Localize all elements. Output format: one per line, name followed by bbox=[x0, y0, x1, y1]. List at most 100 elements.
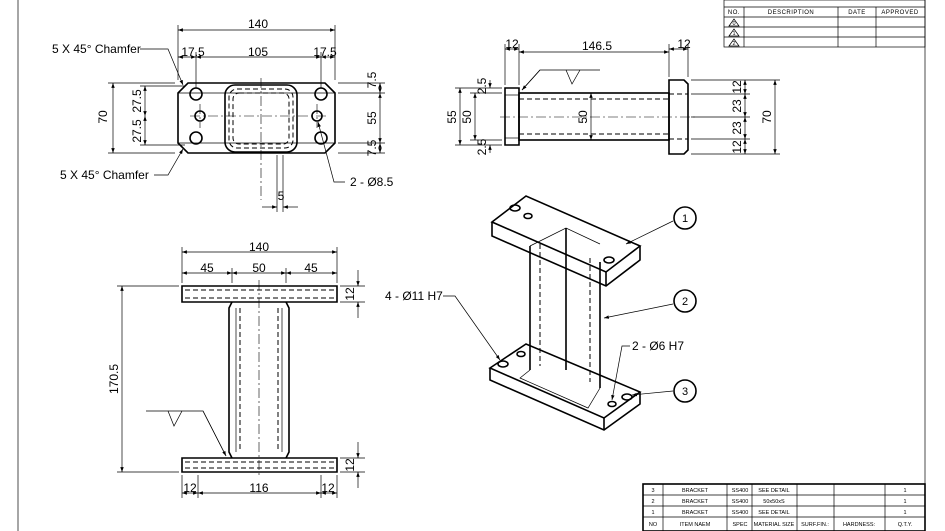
rev-header-date: DATE bbox=[848, 10, 866, 16]
side-right-flange bbox=[668, 79, 689, 155]
dim-top-right-mid: 55 bbox=[365, 111, 379, 125]
iso-tube bbox=[529, 228, 601, 388]
dim-top-hole-spacing: 105 bbox=[248, 45, 268, 59]
bom-row-3-qty: 1 bbox=[903, 488, 906, 494]
top-view: 5 X 45° Chamfer 5 X 45° Chamfer 140 17.5… bbox=[52, 17, 394, 212]
dim-front-seg-left: 45 bbox=[200, 261, 214, 275]
chamfer-label-top: 5 X 45° Chamfer bbox=[52, 42, 141, 56]
bom-row-1-size: SEE DETAIL bbox=[758, 510, 789, 516]
side-left-flange bbox=[504, 87, 520, 146]
dim-top-edge-left: 17.5 bbox=[181, 45, 205, 59]
bom-row-1-qty: 1 bbox=[903, 510, 906, 516]
dim-side-right-outer: 70 bbox=[760, 110, 774, 124]
dim-top-right-bottom: 7.5 bbox=[365, 139, 379, 156]
rev-mark-2: 2 bbox=[732, 41, 735, 47]
hole-top-left-icon bbox=[189, 87, 203, 101]
iso-bottom-plate bbox=[488, 343, 642, 419]
balloon-1-label: 1 bbox=[682, 213, 688, 225]
bom-row-3-spec: SS400 bbox=[732, 488, 749, 494]
dim-top-half-lower: 27.5 bbox=[130, 119, 144, 143]
bom-header-spec: SPEC bbox=[733, 522, 748, 528]
dim-top-height: 70 bbox=[96, 110, 110, 124]
dim-side-flange-left: 12 bbox=[505, 37, 519, 51]
rev-header-description: DESCRIPTION bbox=[768, 10, 815, 16]
bom-row-1-spec: SS400 bbox=[732, 510, 749, 516]
dim-side-left-bottom: 2.5 bbox=[475, 138, 489, 155]
bom-row-3-item: BRACKET bbox=[682, 488, 709, 494]
isometric-view: 4 - Ø11 H7 2 - Ø6 H7 1 2 3 bbox=[385, 195, 697, 431]
balloon-3 bbox=[673, 379, 697, 403]
iso-hole-bottom-2-icon bbox=[621, 393, 633, 401]
dim-side-left-top: 2.5 bbox=[475, 77, 489, 94]
dim-front-width: 140 bbox=[249, 240, 269, 254]
dim-side-right-top: 12 bbox=[730, 80, 744, 94]
top-plate-outline bbox=[177, 82, 336, 154]
bom-header-qty: Q.T.Y. bbox=[898, 522, 913, 528]
dim-front-seg-right: 45 bbox=[304, 261, 318, 275]
rev-header-approved: APPROVED bbox=[881, 10, 919, 16]
iso-callout-pins: 2 - Ø6 H7 bbox=[632, 339, 684, 353]
dim-side-tube: 50 bbox=[576, 110, 590, 124]
dim-side-right-lower: 23 bbox=[730, 121, 744, 135]
chamfer-label-bottom: 5 X 45° Chamfer bbox=[60, 168, 149, 182]
side-tube bbox=[518, 92, 670, 141]
top-tube-inner-hidden bbox=[232, 92, 290, 145]
bom-table: 3 BRACKET SS400 SEE DETAIL 1 2 BRACKET S… bbox=[642, 483, 926, 531]
iso-hole-top-2-icon bbox=[603, 256, 615, 264]
revision-table: NO. DESCRIPTION DATE APPROVED 0 1 2 bbox=[723, 0, 926, 48]
dim-top-width: 140 bbox=[248, 17, 268, 31]
balloon-2 bbox=[673, 289, 697, 313]
dim-side-length: 146.5 bbox=[582, 39, 612, 53]
front-bottom-flange bbox=[181, 457, 338, 473]
bom-row-1-item: BRACKET bbox=[682, 510, 709, 516]
bom-row-3-no: 3 bbox=[651, 488, 654, 494]
dim-front-seg-mid: 50 bbox=[252, 261, 266, 275]
dim-front-bottom-right: 12 bbox=[321, 481, 335, 495]
side-view: 12 146.5 12 55 50 2.5 2.5 50 12 23 23 12 bbox=[445, 37, 780, 155]
dim-front-flange-bottom: 12 bbox=[343, 458, 357, 472]
dim-front-bottom-mid: 116 bbox=[249, 481, 268, 495]
bom-header-hardness: HARDNESS: bbox=[843, 522, 876, 528]
dim-side-right-bottom: 12 bbox=[730, 140, 744, 154]
rev-mark-0: 0 bbox=[732, 21, 735, 27]
bom-row-1-no: 1 bbox=[651, 510, 654, 516]
front-top-flange bbox=[181, 285, 338, 303]
dim-front-flange-top: 12 bbox=[343, 287, 357, 301]
iso-hole-top-1-icon bbox=[509, 204, 521, 212]
hole-callout-8-5: 2 - Ø8.5 bbox=[350, 175, 394, 189]
rev-triangle-icons bbox=[728, 18, 740, 47]
bom-row-2-spec: SS400 bbox=[732, 499, 749, 505]
hole-top-right-icon bbox=[314, 87, 328, 101]
hole-bottom-left-icon bbox=[189, 131, 203, 145]
bom-row-2-size: 50x50xS bbox=[763, 499, 785, 505]
balloon-1 bbox=[673, 206, 697, 230]
bom-header-no: NO bbox=[649, 522, 658, 528]
dim-slot-width: 5 bbox=[278, 189, 285, 203]
bom-row-2-item: BRACKET bbox=[682, 499, 709, 505]
dim-side-left-outer: 55 bbox=[445, 110, 459, 124]
bom-header-size: MATERIAL SIZE bbox=[754, 522, 795, 528]
balloon-3-label: 3 bbox=[682, 386, 688, 398]
bom-header-surf: SURF.FIN.: bbox=[801, 522, 829, 528]
front-view: 140 45 50 45 170.5 12 12 12 11 bbox=[107, 240, 365, 498]
dim-side-flange-right: 12 bbox=[677, 37, 691, 51]
bom-row-3-size: SEE DETAIL bbox=[758, 488, 789, 494]
dim-top-right-top: 7.5 bbox=[365, 71, 379, 88]
bom-row-2-qty: 1 bbox=[903, 499, 906, 505]
rev-mark-1: 1 bbox=[732, 31, 735, 37]
balloon-2-label: 2 bbox=[682, 296, 688, 308]
bom-header-item: ITEM NAEM bbox=[680, 522, 711, 528]
front-web bbox=[228, 301, 290, 459]
dim-top-half-upper: 27.5 bbox=[130, 89, 144, 113]
iso-hole-bottom-1-icon bbox=[497, 360, 509, 368]
dim-side-left-inner: 50 bbox=[460, 110, 474, 124]
rev-header-no: NO. bbox=[728, 10, 740, 16]
iso-callout-holes: 4 - Ø11 H7 bbox=[385, 289, 443, 303]
dim-front-bottom-left: 12 bbox=[183, 481, 197, 495]
dim-top-edge-right: 17.5 bbox=[313, 45, 337, 59]
dim-front-height: 170.5 bbox=[107, 364, 121, 394]
bom-row-2-no: 2 bbox=[651, 499, 654, 505]
dim-side-right-upper: 23 bbox=[730, 99, 744, 113]
